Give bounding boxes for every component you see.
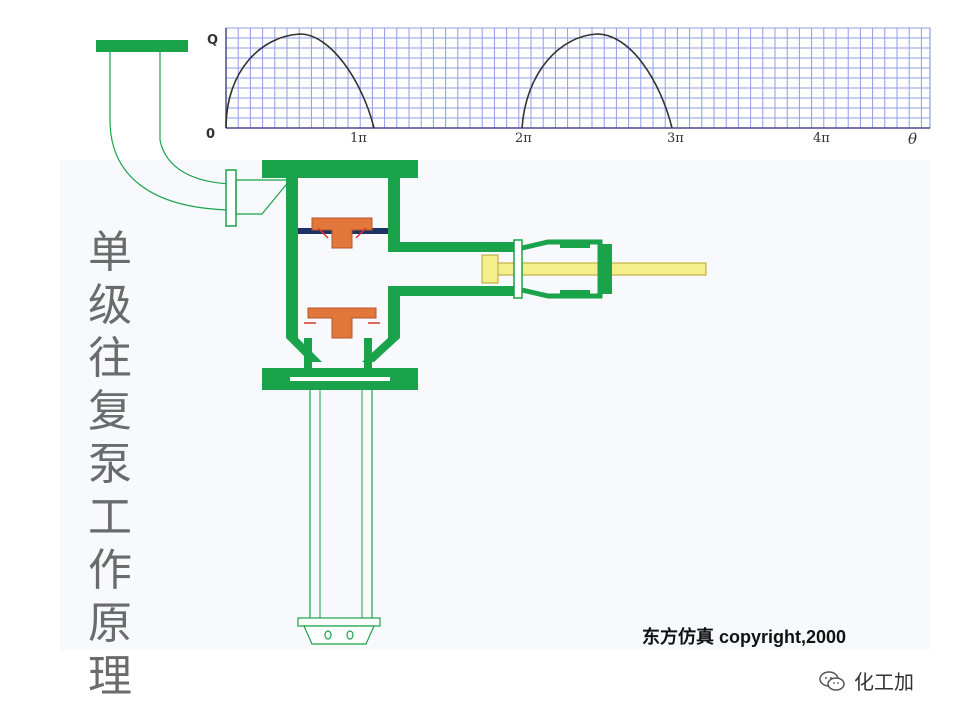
title-char: 作 [88, 545, 132, 596]
pump-body [262, 160, 518, 390]
flow-curve-1 [225, 33, 375, 129]
discharge-valve [311, 217, 373, 249]
vertical-title: 单 级 往 复 泵 工 作 原 理 [84, 226, 136, 703]
flow-curve-2 [521, 33, 673, 129]
top-plate [262, 160, 418, 178]
graph-origin-label: 0 [206, 127, 215, 142]
title-char: 工 [88, 492, 132, 543]
top-cap [96, 40, 188, 52]
wechat-icon [819, 670, 845, 691]
title-char: 级 [88, 280, 132, 331]
x-tick-4pi: 4π [813, 131, 830, 146]
title-char: 往 [88, 333, 132, 384]
inlet-flange [225, 169, 237, 227]
title-char: 泵 [88, 439, 132, 490]
flow-graph: Q 0 1π 2π 3π 4π θ [206, 27, 931, 148]
piston-assembly [481, 239, 707, 299]
x-axis-theta: θ [908, 130, 917, 148]
cylinder-flange [513, 239, 523, 299]
brand-name: 化工加 [854, 670, 914, 694]
copyright-text: 东方仿真 copyright,2000 [642, 627, 847, 647]
foot-valve-strainer [303, 625, 375, 645]
piston-head [481, 254, 499, 284]
suction-tube [297, 390, 381, 645]
x-tick-1pi: 1π [350, 131, 367, 146]
x-tick-3pi: 3π [667, 131, 684, 146]
title-char: 理 [88, 651, 132, 702]
title-char: 原 [88, 598, 132, 649]
title-char: 复 [88, 386, 132, 437]
brand-watermark: 化工加 [818, 666, 914, 695]
x-tick-2pi: 2π [515, 131, 532, 146]
inlet-elbow-pipe [96, 40, 292, 227]
graph-q-label: Q [207, 33, 218, 48]
strainer-rim [297, 617, 381, 627]
title-char: 单 [88, 227, 132, 278]
background-panel [60, 160, 930, 650]
suction-valve [307, 307, 377, 339]
